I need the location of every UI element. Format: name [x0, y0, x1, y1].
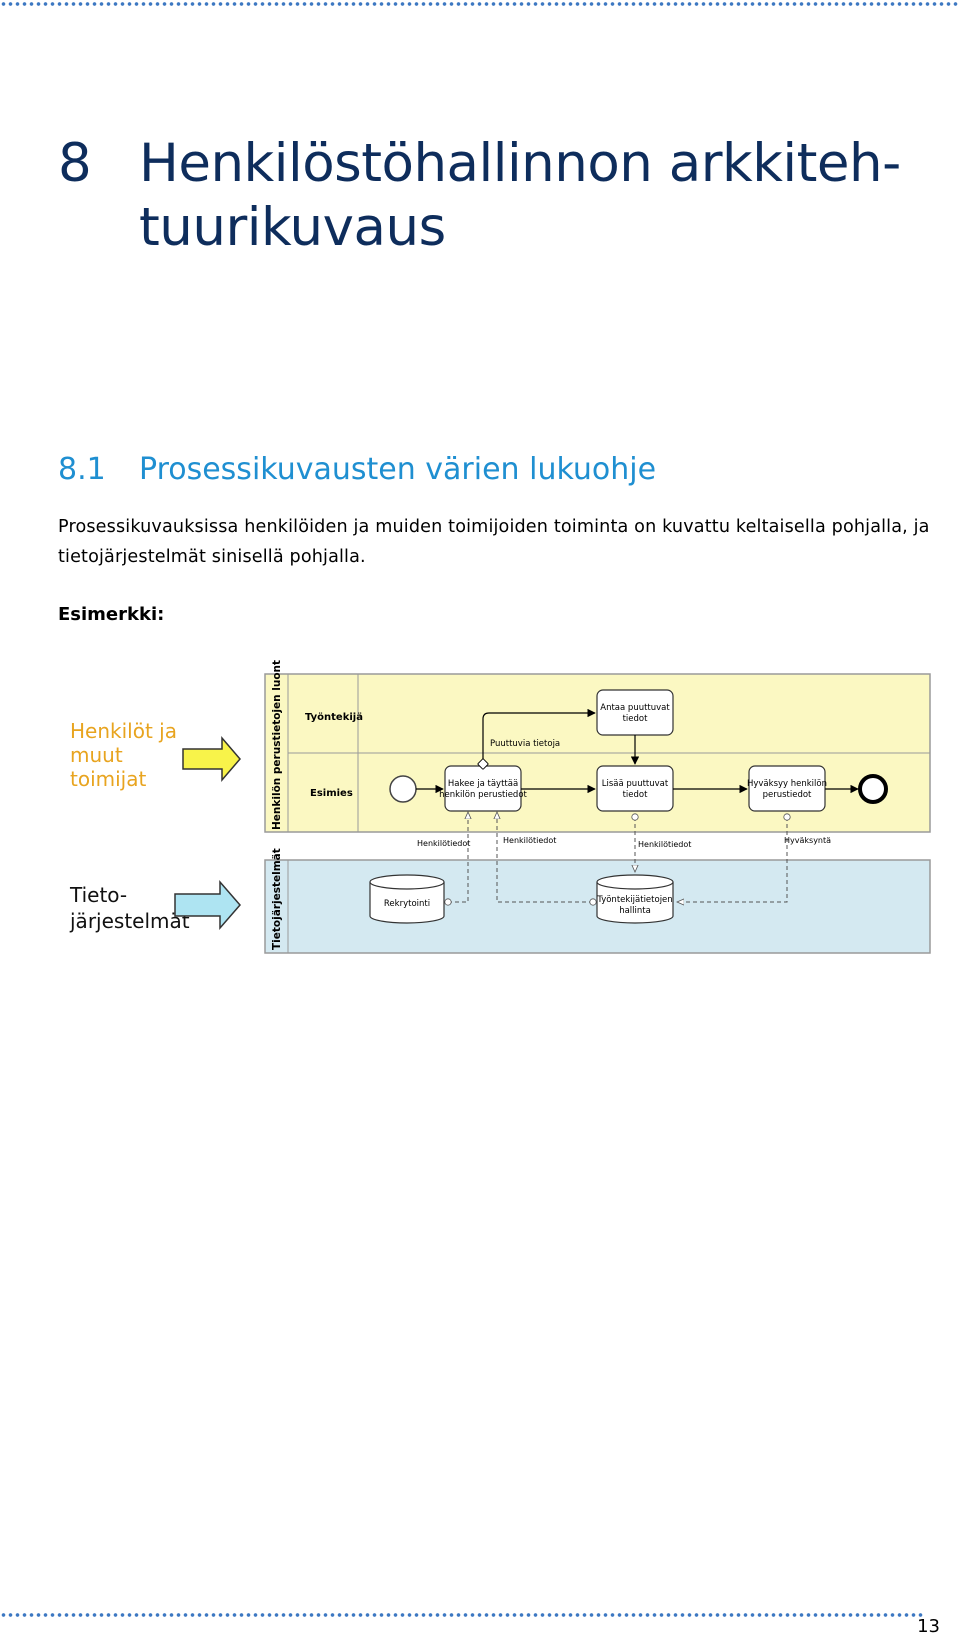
example-label: Esimerkki:: [58, 604, 165, 625]
task-approve-line1: Hyväksyy henkilön: [747, 779, 827, 789]
section-heading: 8.1 Prosessikuvausten värien lukuohje: [58, 450, 656, 490]
task-provide-line2: tiedot: [623, 714, 649, 724]
page-number: 13: [917, 1616, 940, 1637]
task-approve-line2: perustiedot: [763, 790, 812, 800]
legend-people-line2: muut: [70, 743, 123, 767]
data-label-person3: Henkilötiedot: [638, 840, 691, 849]
assoc-hr-to-request: [497, 812, 593, 902]
task-provide-line1: Antaa puuttuvat: [600, 703, 670, 713]
legend-people-line3: toimijat: [70, 767, 146, 791]
data-label-person1: Henkilötiedot: [417, 839, 470, 848]
store-hr-management: [596, 874, 674, 924]
task-request-line2: henkilön perustiedot: [439, 790, 527, 800]
task-add-line1: Lisää puuttuvat: [602, 779, 669, 789]
lane-label-employee: Työntekijä: [305, 712, 363, 723]
start-event: [389, 775, 417, 803]
chapter-heading: 8 Henkilöstöhallinnon arkkiteh-tuurikuva…: [58, 132, 939, 260]
chapter-number: 8: [58, 133, 92, 194]
task-request-line1: Hakee ja täyttää: [448, 779, 518, 789]
store-recruitment: [369, 874, 445, 924]
section-title: Prosessikuvausten värien lukuohje: [139, 452, 657, 487]
store-hr-line2: hallinta: [619, 906, 651, 916]
chapter-title: Henkilöstöhallinnon arkkiteh-tuurikuvaus: [139, 133, 901, 258]
legend-people-line1: Henkilöt ja: [70, 719, 177, 743]
flow-request-to-provide: [483, 713, 595, 764]
legend-systems-line1: Tieto-: [69, 883, 127, 907]
assoc-approve-to-hr: [677, 817, 787, 902]
assoc-recruit-to-request: [448, 812, 468, 902]
top-dotted-rule: [0, 1, 960, 7]
pool-label-systems: Tietojärjestelmät: [271, 848, 283, 950]
bottom-dotted-rule: [0, 1612, 925, 1618]
legend-arrow-yellow: [182, 735, 241, 783]
section-number: 8.1: [58, 452, 106, 487]
legend-systems-line2: järjestelmät: [69, 909, 190, 933]
store-hr-line1: Työntekijätietojen: [596, 895, 672, 905]
task-add-line2: tiedot: [623, 790, 649, 800]
store-recruitment-label: Rekrytointi: [384, 899, 430, 909]
end-event: [858, 774, 888, 804]
pool-label-people: Henkilön perustietojen luonti: [271, 660, 283, 830]
flow-label-missing: Puuttuvia tietoja: [490, 739, 560, 749]
body-paragraph: Prosessikuvauksissa henkilöiden ja muide…: [58, 517, 930, 567]
process-diagram: Henkilön perustietojen luonti Työntekijä…: [69, 660, 931, 954]
legend-arrow-blue: [174, 879, 241, 931]
data-label-person2: Henkilötiedot: [503, 836, 556, 845]
data-label-approval: Hyväksyntä: [784, 836, 831, 845]
lane-label-supervisor: Esimies: [310, 788, 353, 799]
